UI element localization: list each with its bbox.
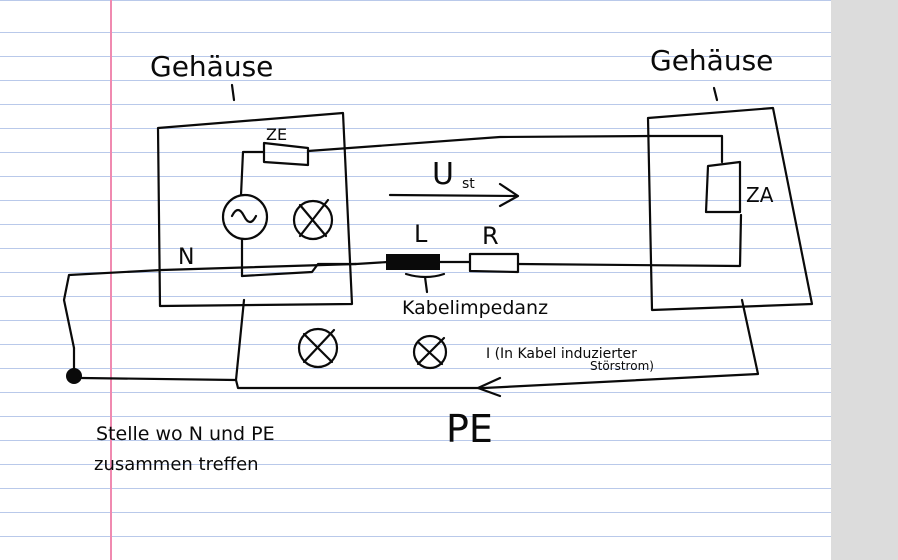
top-to-za-wire <box>648 134 724 164</box>
ac-source-symbol <box>230 208 258 224</box>
za-label: ZA <box>746 183 774 207</box>
r-label: R <box>482 222 499 250</box>
junction-note-line1: Stelle wo N und PE <box>96 423 275 445</box>
right-housing-box <box>646 106 814 312</box>
za-impedance <box>704 160 742 214</box>
l-label: L <box>414 220 428 248</box>
ze-label: ZE <box>266 125 287 144</box>
lamp-pe-1 <box>297 327 339 369</box>
ust-main-label: U <box>432 157 454 192</box>
junction-node <box>66 368 82 384</box>
lamp-left-housing <box>292 199 334 241</box>
ze-impedance <box>262 141 310 167</box>
housing-right-label: Gehäuse <box>650 44 773 77</box>
ac-source-circle <box>221 193 269 241</box>
top-wire <box>306 134 652 153</box>
pe-loop <box>80 298 760 390</box>
junction-note-line2: zusammen treffen <box>94 454 259 475</box>
cable-impedance-brace <box>404 272 446 294</box>
source-left-wire <box>239 150 266 197</box>
left-housing-pointer <box>230 83 236 102</box>
current-note-line2: Störstrom) <box>590 359 654 373</box>
side-gutter <box>831 0 898 560</box>
circuit-diagram: Gehäuse Gehäuse ZE ZA U st N L R Kabelim… <box>62 44 814 475</box>
left-housing-box <box>156 111 354 308</box>
lamp-pe-2 <box>412 334 448 370</box>
n-wire-outer <box>62 262 358 350</box>
cable-impedance-label: Kabelimpedanz <box>402 297 548 319</box>
ust-arrow <box>388 182 520 208</box>
line-conductor <box>354 260 390 266</box>
inductor-l <box>386 254 440 270</box>
pe-arrow <box>476 376 502 398</box>
notebook-page <box>0 0 831 560</box>
housing-left-label: Gehäuse <box>150 50 273 83</box>
n-label: N <box>178 245 194 270</box>
ust-sub-label: st <box>462 176 475 192</box>
right-housing-pointer <box>712 86 719 102</box>
pe-label: PE <box>446 407 493 451</box>
r-to-za-wire <box>516 213 743 268</box>
resistor-r <box>468 252 520 274</box>
current-note-line1: I (In Kabel induzierter <box>486 346 637 362</box>
